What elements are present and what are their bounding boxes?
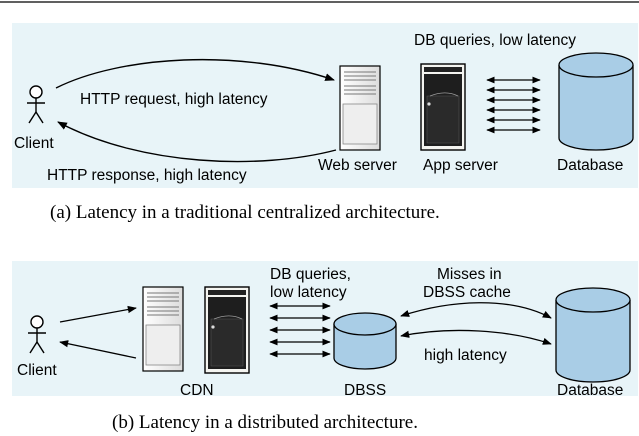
request-arrow xyxy=(59,305,137,323)
client-icon xyxy=(28,315,46,354)
cdn-app-server-icon xyxy=(204,286,250,374)
cdn-web-server-icon xyxy=(142,286,184,372)
panel-a-caption: (a) Latency in a traditional centralized… xyxy=(50,202,440,223)
cache-miss-arrow xyxy=(400,302,552,319)
database-label: Database xyxy=(557,157,623,174)
client-label: Client xyxy=(17,362,57,379)
panel-a: Client HTTP request, high latency HTTP r… xyxy=(12,23,638,188)
high-latency-arrow xyxy=(400,329,552,345)
http-request-arrow xyxy=(55,58,335,89)
db-queries-label-line2: low latency xyxy=(270,284,347,301)
client-icon xyxy=(27,85,45,124)
panel-b-caption: (b) Latency in a distributed architectur… xyxy=(112,412,418,433)
cache-miss-label-line2: DBSS cache xyxy=(423,284,511,301)
db-queries-label: DB queries, low latency xyxy=(414,32,576,49)
response-arrow xyxy=(59,340,137,359)
app-server-label: App server xyxy=(423,157,498,174)
dbss-icon xyxy=(333,312,397,370)
db-query-arrows xyxy=(269,302,331,358)
db-query-arrows xyxy=(486,76,541,134)
database-icon xyxy=(555,287,631,383)
web-server-icon xyxy=(339,65,381,151)
cache-miss-label-line1: Misses in xyxy=(437,266,502,283)
database-icon xyxy=(558,52,634,151)
db-queries-label-line1: DB queries, xyxy=(270,266,351,283)
http-response-arrow xyxy=(57,121,337,163)
http-response-label: HTTP response, high latency xyxy=(47,167,247,184)
web-server-label: Web server xyxy=(318,157,397,174)
app-server-icon xyxy=(420,63,466,151)
panel-a-background xyxy=(12,23,638,188)
http-request-label: HTTP request, high latency xyxy=(80,91,268,108)
dbss-label: DBSS xyxy=(344,382,386,399)
client-label: Client xyxy=(14,135,54,152)
database-label: Database xyxy=(557,382,623,399)
cdn-label: CDN xyxy=(180,382,214,399)
high-latency-label: high latency xyxy=(424,347,507,364)
panel-b: Client CDN xyxy=(12,261,638,399)
